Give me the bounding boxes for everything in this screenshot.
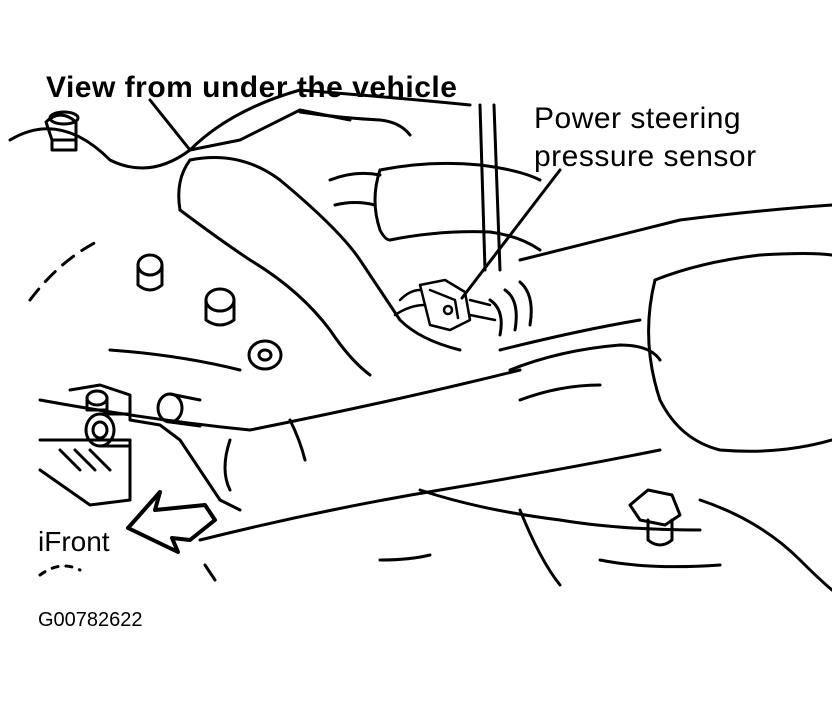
ground-dash-2 (203, 563, 217, 582)
lower-right-contour-4 (598, 558, 722, 569)
front-direction-label: iFront (36, 526, 112, 557)
bolt-lower-right (628, 488, 682, 547)
lower-left-hatch (58, 448, 112, 472)
bolt-left (44, 110, 80, 152)
vertical-rod-1 (478, 103, 487, 272)
callout-leader (460, 168, 562, 300)
bolt-mid-left (136, 253, 164, 292)
left-lower-line (108, 348, 242, 372)
callout-line-1: Power steering (534, 102, 742, 135)
crossmember-top (38, 368, 522, 432)
hose-band (328, 171, 382, 207)
pressure-sensor (393, 278, 497, 332)
left-mount-bracket (68, 383, 242, 512)
bolt-left-mount (85, 389, 109, 412)
upper-pipe (298, 110, 412, 137)
crossmember-edge-1 (223, 438, 232, 492)
hose-upper-1 (378, 161, 542, 182)
front-arrow-icon (126, 490, 217, 554)
muffler-inner-2 (518, 383, 602, 402)
muffler-outline (647, 252, 832, 453)
pipe-connector-ridges (488, 280, 533, 337)
muffler-inner-1 (508, 343, 662, 372)
dashed-outline-left (28, 238, 102, 302)
lower-left-panel (38, 438, 132, 507)
body-panel-outline (8, 88, 472, 170)
left-pipe-end-2 (156, 392, 202, 428)
left-pipe-end (84, 412, 132, 448)
vertical-rod-2 (492, 103, 502, 272)
main-pipe-top (518, 203, 832, 262)
crossmember-bottom (198, 448, 662, 542)
hose-upper-3 (373, 168, 392, 242)
figure-id: G00782622 (38, 609, 143, 631)
ground-dash-1 (38, 564, 82, 577)
lower-right-contour-5 (378, 553, 432, 562)
subframe-arm-lower (178, 208, 372, 377)
main-pipe-bottom (498, 318, 642, 352)
subframe-arm-upper (188, 156, 462, 352)
hose-upper-2 (388, 230, 542, 252)
lower-right-contour-3 (698, 498, 832, 592)
callout-line-2: pressure sensor (534, 140, 757, 173)
bolt-lower-center (247, 339, 283, 371)
diagram-title: View from under the vehicle (46, 71, 458, 104)
subframe-arm-left-edge (177, 158, 192, 212)
bolt-center (204, 287, 236, 327)
lower-right-contour-2 (518, 508, 562, 587)
component-callout: Power steering pressure sensor (534, 100, 757, 176)
lower-right-contour-1 (418, 488, 702, 532)
crossmember-edge-2 (288, 418, 307, 462)
